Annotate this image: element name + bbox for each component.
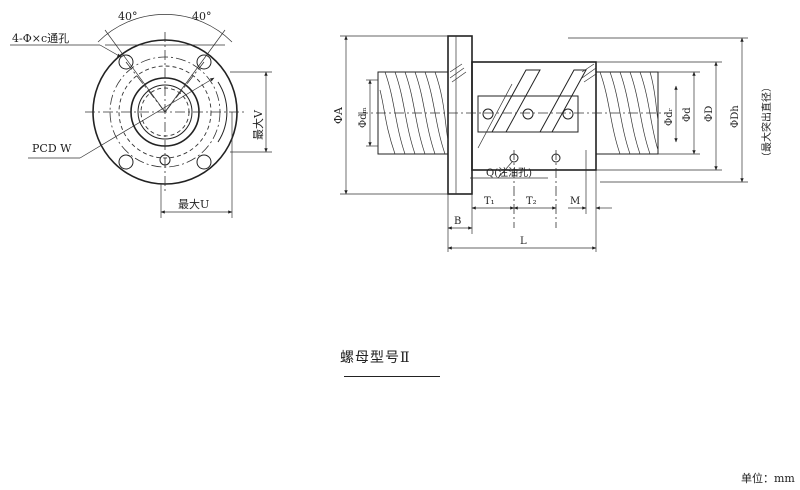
oil-hole-label: Q(注油孔) [486,166,532,179]
protrusion-arc [217,81,228,143]
max-v-label: 最大V [251,109,265,140]
pcd-label: PCD W [32,142,72,155]
front-view: 40° 40° 4-Φ×c通孔 PCD W 最大U 最大V [10,10,272,218]
max-u-label: 最大U [178,197,209,211]
return-tube [477,95,579,133]
phi-dm-label: Φdₘ [358,107,369,128]
phi-dr-label: Φdᵣ [664,108,675,126]
angle-right-label: 40° [192,10,212,23]
max-protrusion-label: （最大突出直径） [760,82,773,162]
side-flange [447,35,473,195]
phi-d-large-label: ΦD [704,106,715,122]
screw-inner-circle [137,84,193,140]
holes-callout: 4-Φ×c通孔 [12,32,69,45]
nut-body [471,61,597,171]
l-label: L [520,236,527,247]
caption-underline [344,376,440,377]
t1-label: T₁ [484,196,495,207]
phi-a-label: ΦA [332,106,345,124]
phi-d-small-label: Φd [682,107,693,122]
b-label: B [454,216,461,227]
t2-label: T₂ [526,196,537,207]
angle-left-label: 40° [118,10,138,23]
unit-label: 单位：mm [741,472,795,485]
phi-dh-label: ΦDh [730,105,741,128]
side-view: ΦA Φdₘ Φdᵣ Φd ΦD ΦDh （最大突出直径） Q(注油孔) [332,35,773,252]
caption: 螺母型号Ⅱ [340,350,411,366]
m-label: M [570,196,580,207]
